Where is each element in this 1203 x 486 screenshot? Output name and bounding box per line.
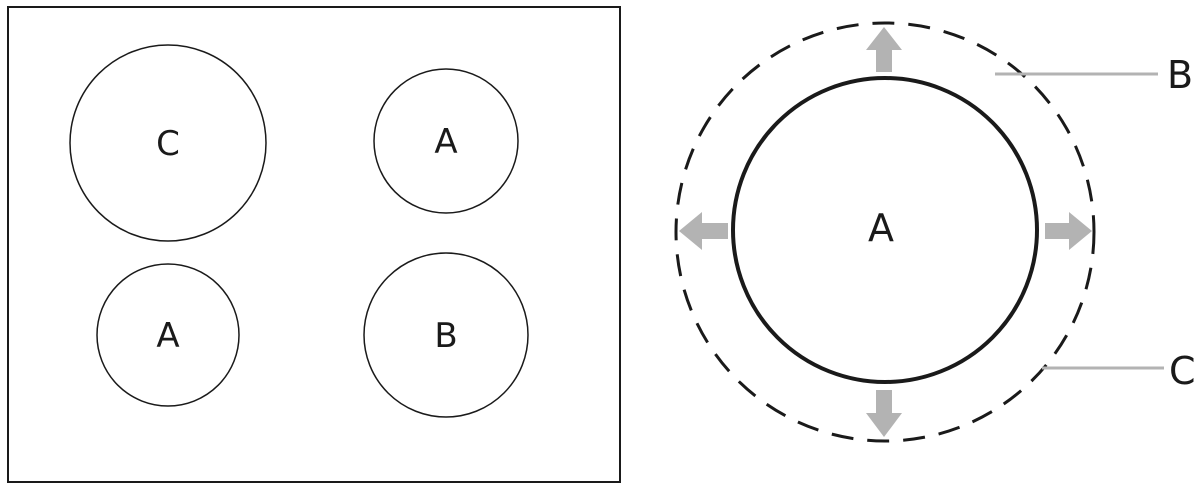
zone-label: B (434, 316, 457, 356)
zone-label: A (156, 316, 179, 356)
callout-c: C (1042, 349, 1196, 393)
zone-label: C (156, 124, 180, 164)
cooking-zone-a-top: A (373, 68, 519, 214)
callout-label: C (1169, 349, 1196, 393)
arrow-down-icon (866, 390, 902, 437)
arrow-right-icon (1045, 212, 1092, 250)
callout-label: B (1167, 53, 1193, 97)
cooking-zone-a-bottom: A (96, 263, 240, 407)
cooking-zone-b: B (363, 252, 529, 418)
zone-circle (96, 263, 240, 407)
cooking-zone-c: C (69, 44, 267, 242)
zone-label: A (434, 122, 457, 162)
cooktop-panel: C A A B (7, 6, 621, 483)
arrow-left-icon (679, 212, 728, 250)
inner-zone-label: A (868, 206, 894, 250)
arrow-up-icon (866, 27, 902, 72)
zone-circle (363, 252, 529, 418)
outer-zone-dashed-ring (674, 21, 1096, 443)
cooktop-outline (7, 6, 621, 483)
callout-b: B (995, 53, 1193, 97)
dual-zone-detail: A B C (674, 21, 1196, 443)
zone-circle (373, 68, 519, 214)
inner-zone-circle (731, 76, 1039, 384)
zone-circle (69, 44, 267, 242)
